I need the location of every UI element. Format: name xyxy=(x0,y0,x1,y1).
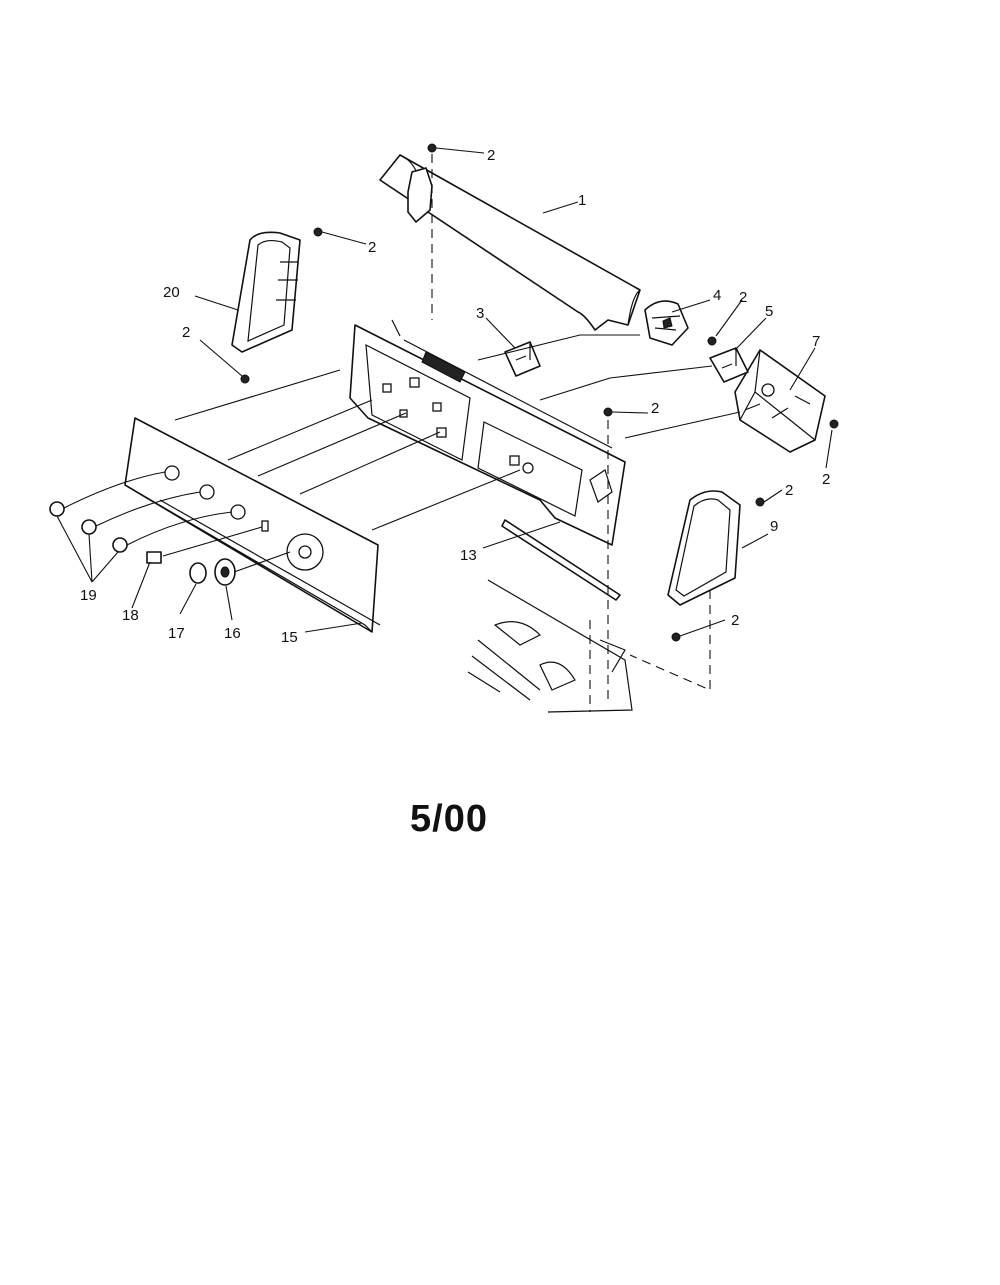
assembly-lines xyxy=(431,154,711,712)
part-15-console-panel xyxy=(124,417,381,633)
callout-16: 16 xyxy=(224,625,241,642)
callout-2: 2 xyxy=(487,147,495,164)
control-panel-frame xyxy=(349,319,626,546)
callout-7: 7 xyxy=(812,333,820,350)
callout-2: 2 xyxy=(182,324,190,341)
date-code: 5/00 xyxy=(410,798,488,840)
callout-9: 9 xyxy=(770,518,778,535)
part-17-bushing xyxy=(189,562,207,584)
part-5-switch xyxy=(709,347,749,383)
callout-2: 2 xyxy=(651,400,659,417)
part-3-switch xyxy=(504,341,541,377)
part-19-knobs xyxy=(49,501,128,553)
part-4-switch xyxy=(644,300,689,346)
part-18-knob xyxy=(146,551,162,564)
callout-4: 4 xyxy=(713,287,721,304)
callout-20: 20 xyxy=(163,284,180,301)
callout-5: 5 xyxy=(765,303,773,320)
screws xyxy=(240,143,839,642)
callout-2: 2 xyxy=(368,239,376,256)
part-1-top-cover xyxy=(379,154,641,331)
part-16-timer-knob xyxy=(214,558,236,586)
callout-15: 15 xyxy=(281,629,298,646)
part-13-trim-strip xyxy=(501,519,621,601)
callout-19: 19 xyxy=(80,587,97,604)
exploded-parts-diagram: 1 2 2 2 2 2 2 2 2 3 4 5 7 9 13 15 16 17 … xyxy=(49,143,839,713)
callout-labels: 1 2 2 2 2 2 2 2 2 3 4 5 7 9 13 15 16 17 … xyxy=(80,147,830,646)
callout-2: 2 xyxy=(731,612,739,629)
callout-2: 2 xyxy=(785,482,793,499)
part-9-right-end-cap xyxy=(667,490,741,606)
callout-13: 13 xyxy=(460,547,477,564)
callout-18: 18 xyxy=(122,607,139,624)
callout-17: 17 xyxy=(168,625,185,642)
callout-1: 1 xyxy=(578,192,586,209)
leader-lines xyxy=(56,147,833,637)
cabinet-top-rear xyxy=(467,579,633,713)
part-20-left-end-cap xyxy=(231,231,301,353)
part-7-timer xyxy=(734,349,826,453)
callout-3: 3 xyxy=(476,305,484,322)
callout-2: 2 xyxy=(822,471,830,488)
callout-2: 2 xyxy=(739,289,747,306)
